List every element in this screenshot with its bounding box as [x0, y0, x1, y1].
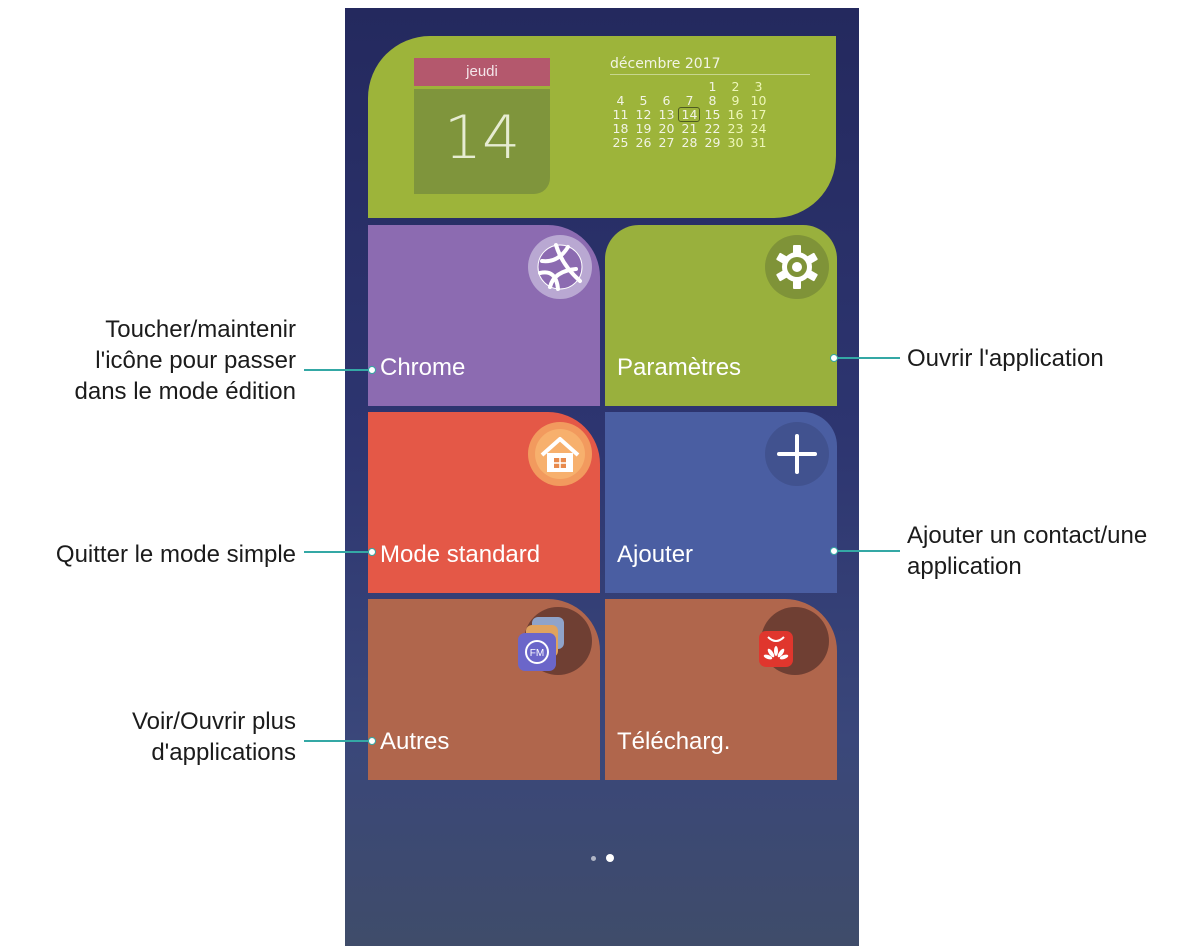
- calendar-day-cell: 11: [612, 107, 629, 122]
- home-icon: [528, 422, 592, 486]
- tile-telecharg-label: Télécharg.: [617, 728, 731, 755]
- gear-icon: [765, 235, 829, 299]
- annotation-dot-add: [830, 547, 838, 555]
- app-store-icon: [759, 607, 829, 675]
- tile-chrome[interactable]: Chrome: [368, 225, 600, 406]
- calendar-day-cell: 20: [658, 121, 675, 136]
- calendar-day-cell: 31: [750, 135, 767, 150]
- calendar-day-cell: 18: [612, 121, 629, 136]
- calendar-day-cell: 16: [727, 107, 744, 122]
- annotation-line-edit: [304, 369, 372, 371]
- calendar-day-cell: 22: [704, 121, 721, 136]
- annotation-edit-mode: Toucher/maintenir l'icône pour passer da…: [0, 314, 296, 407]
- annotation-open-app: Ouvrir l'application: [907, 343, 1104, 374]
- tile-autres[interactable]: FM Autres: [368, 599, 600, 780]
- annotation-line-more: [304, 740, 372, 742]
- annotation-edit-mode-line-1: Toucher/maintenir: [105, 316, 296, 343]
- calendar-day-cell: 27: [658, 135, 675, 150]
- annotation-line-quit: [304, 551, 372, 553]
- annotation-quit-simple-line-1: Quitter le mode simple: [55, 541, 296, 568]
- folder-icon: FM: [518, 607, 592, 675]
- calendar-day-cell: 9: [731, 93, 740, 108]
- annotation-add-contact-line-2: application: [907, 553, 1022, 580]
- calendar-day-cell: 2: [731, 79, 740, 94]
- annotation-line-add: [834, 550, 900, 552]
- calendar-day-cell: 30: [727, 135, 744, 150]
- calendar-day-cell: 5: [639, 93, 648, 108]
- calendar-day-cell: 7: [685, 93, 694, 108]
- annotation-add-contact-line-1: Ajouter un contact/une: [907, 522, 1148, 549]
- annotation-line-open: [834, 357, 900, 359]
- calendar-day-cell: [609, 80, 632, 94]
- calendar-day-cell: 25: [612, 135, 629, 150]
- calendar-day-cell: 24: [750, 121, 767, 136]
- page-dot-1[interactable]: [591, 856, 596, 861]
- globe-icon: [528, 235, 592, 299]
- tile-parametres-label: Paramètres: [617, 354, 742, 381]
- svg-text:FM: FM: [530, 648, 544, 659]
- annotation-dot-open: [830, 354, 838, 362]
- tile-telecharg[interactable]: Télécharg.: [605, 599, 837, 780]
- annotation-open-app-line-1: Ouvrir l'application: [907, 345, 1104, 372]
- calendar-day-cell: 3: [754, 79, 763, 94]
- calendar-day-cell: [632, 80, 655, 94]
- calendar-weekday: jeudi: [414, 58, 550, 86]
- tile-chrome-label: Chrome: [380, 354, 466, 381]
- annotation-quit-simple: Quitter le mode simple: [0, 539, 296, 570]
- calendar-day-cell: 23: [727, 121, 744, 136]
- page-dot-2[interactable]: [606, 854, 614, 862]
- tile-ajouter[interactable]: Ajouter: [605, 412, 837, 593]
- calendar-day-cell: [655, 80, 678, 94]
- calendar-day-cell: 15: [704, 107, 721, 122]
- calendar-day-cell: 10: [750, 93, 767, 108]
- calendar-day-cell: 1: [708, 79, 717, 94]
- annotation-more-apps-line-2: d'applications: [151, 739, 296, 766]
- calendar-day-cell: 6: [662, 93, 671, 108]
- tile-autres-label: Autres: [380, 728, 450, 755]
- tile-ajouter-label: Ajouter: [617, 541, 694, 568]
- calendar-month-label: décembre 2017: [610, 56, 810, 75]
- calendar-day-cell: 21: [681, 121, 698, 136]
- annotation-more-apps: Voir/Ouvrir plus d'applications: [0, 706, 296, 768]
- plus-icon: [765, 422, 829, 486]
- calendar-day-number: 14: [414, 89, 550, 194]
- annotation-dot-edit: [368, 366, 376, 374]
- calendar-day-cell: 8: [708, 93, 717, 108]
- annotation-more-apps-line-1: Voir/Ouvrir plus: [131, 708, 296, 735]
- calendar-day-cell: 17: [750, 107, 767, 122]
- calendar-day-cell: 28: [681, 135, 698, 150]
- tile-mode-standard-label: Mode standard: [380, 541, 541, 568]
- annotation-add-contact: Ajouter un contact/une application: [907, 520, 1147, 582]
- tile-parametres[interactable]: Paramètres: [605, 225, 837, 406]
- annotation-edit-mode-line-3: dans le mode édition: [74, 378, 296, 405]
- annotation-edit-mode-line-2: l'icône pour passer: [95, 347, 296, 374]
- tile-mode-standard[interactable]: Mode standard: [368, 412, 600, 593]
- annotation-dot-quit: [368, 548, 376, 556]
- calendar-date-card: jeudi 14: [414, 58, 550, 194]
- calendar-day-cell: 29: [704, 135, 721, 150]
- annotation-dot-more: [368, 737, 376, 745]
- calendar-day-cell: 26: [635, 135, 652, 150]
- calendar-day-cell: 14: [678, 107, 701, 122]
- calendar-day-cell: 13: [658, 107, 675, 122]
- calendar-day-cell: 4: [616, 93, 625, 108]
- calendar-day-cell: 19: [635, 121, 652, 136]
- calendar-day-cell: [678, 80, 701, 94]
- calendar-day-cell: 12: [635, 107, 652, 122]
